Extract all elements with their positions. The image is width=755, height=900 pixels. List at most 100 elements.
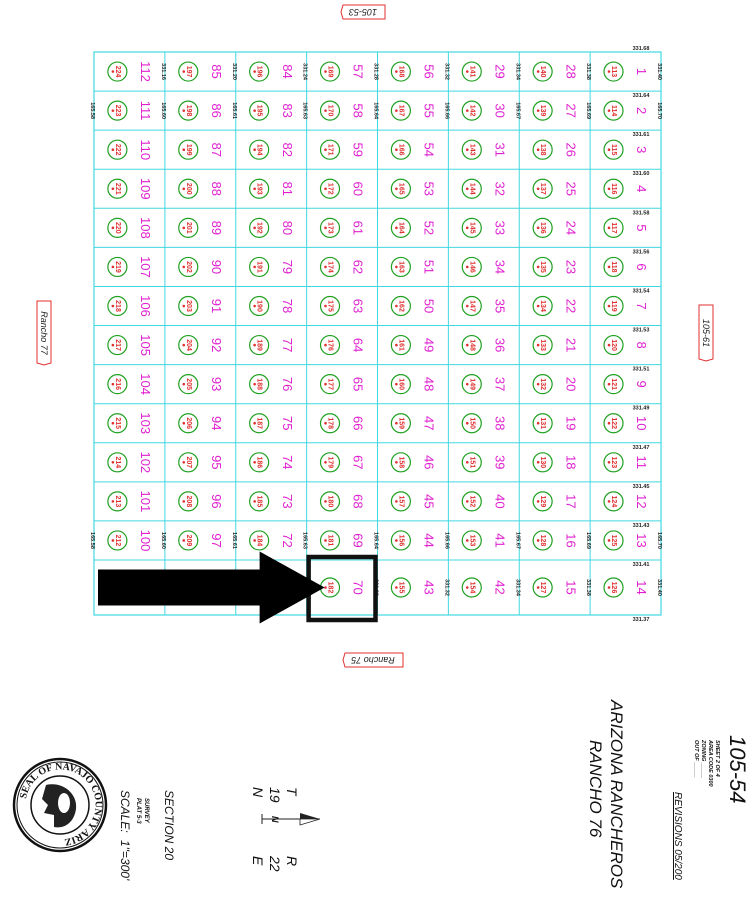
ref-right[interactable]: 105-61 (698, 304, 714, 362)
ref-left[interactable]: Rancho 77 (36, 300, 52, 366)
ref-top[interactable]: 105-53 (340, 4, 386, 20)
ref-bottom[interactable]: Rancho 75 (342, 652, 404, 668)
